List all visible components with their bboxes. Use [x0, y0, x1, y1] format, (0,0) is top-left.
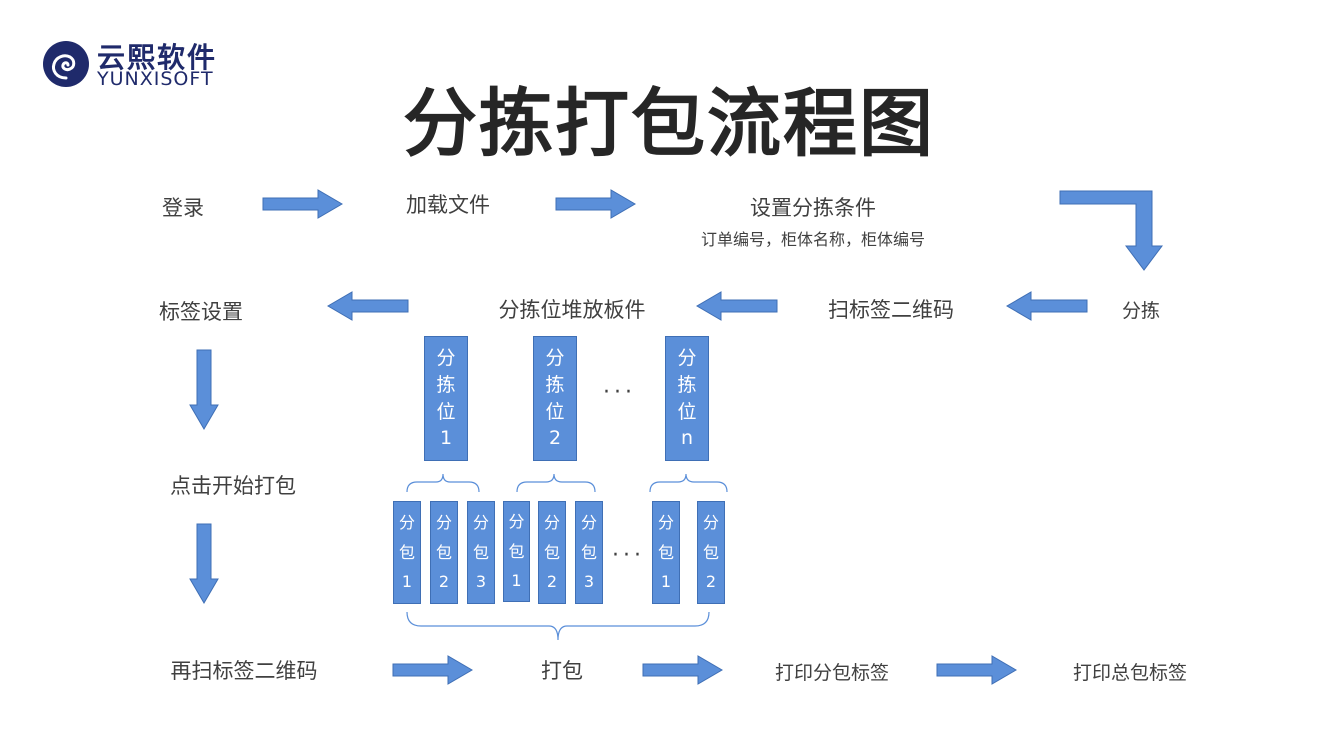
- arrow-right-icon: [555, 189, 636, 219]
- arrow-left-icon: [327, 291, 409, 321]
- arrow-down-icon: [189, 523, 219, 604]
- step-set-conditions-detail: 订单编号，柜体名称，柜体编号: [700, 230, 926, 249]
- sort-slot-ellipsis: ···: [603, 380, 636, 405]
- arrow-right-icon: [642, 655, 723, 685]
- step-label-settings: 标签设置: [159, 300, 243, 324]
- arrow-elbow-down-icon: [1059, 190, 1163, 271]
- brace-slot-2: [516, 473, 596, 493]
- step-load-file: 加载文件: [406, 193, 490, 217]
- arrow-right-icon: [392, 655, 473, 685]
- step-login: 登录: [162, 196, 204, 220]
- arrow-left-icon: [696, 291, 778, 321]
- logo-name-cn: 云熙软件: [97, 41, 218, 74]
- step-print-total-label: 打印总包标签: [1072, 662, 1188, 684]
- step-print-sub-label: 打印分包标签: [774, 662, 890, 684]
- step-set-conditions: 设置分拣条件: [750, 196, 876, 220]
- step-pack: 打包: [541, 659, 583, 683]
- step-stack-parts: 分拣位堆放板件: [498, 298, 646, 322]
- step-rescan-qr: 再扫标签二维码: [170, 659, 318, 683]
- logo-swirl-icon: [43, 41, 89, 87]
- step-click-start: 点击开始打包: [170, 474, 296, 498]
- brace-slot-n: [649, 473, 728, 493]
- arrow-left-icon: [1006, 291, 1088, 321]
- step-sort: 分拣: [1121, 300, 1161, 322]
- step-scan-qr: 扫标签二维码: [828, 298, 954, 322]
- arrow-down-icon: [189, 349, 219, 430]
- brace-packages: [406, 611, 710, 641]
- brace-slot-1: [406, 473, 480, 493]
- page-title: 分拣打包流程图: [403, 81, 935, 167]
- arrow-right-icon: [936, 655, 1017, 685]
- sub-package-ellipsis: ···: [612, 543, 645, 568]
- arrow-right-icon: [262, 189, 343, 219]
- logo-name-en: YUNXISOFT: [97, 68, 214, 90]
